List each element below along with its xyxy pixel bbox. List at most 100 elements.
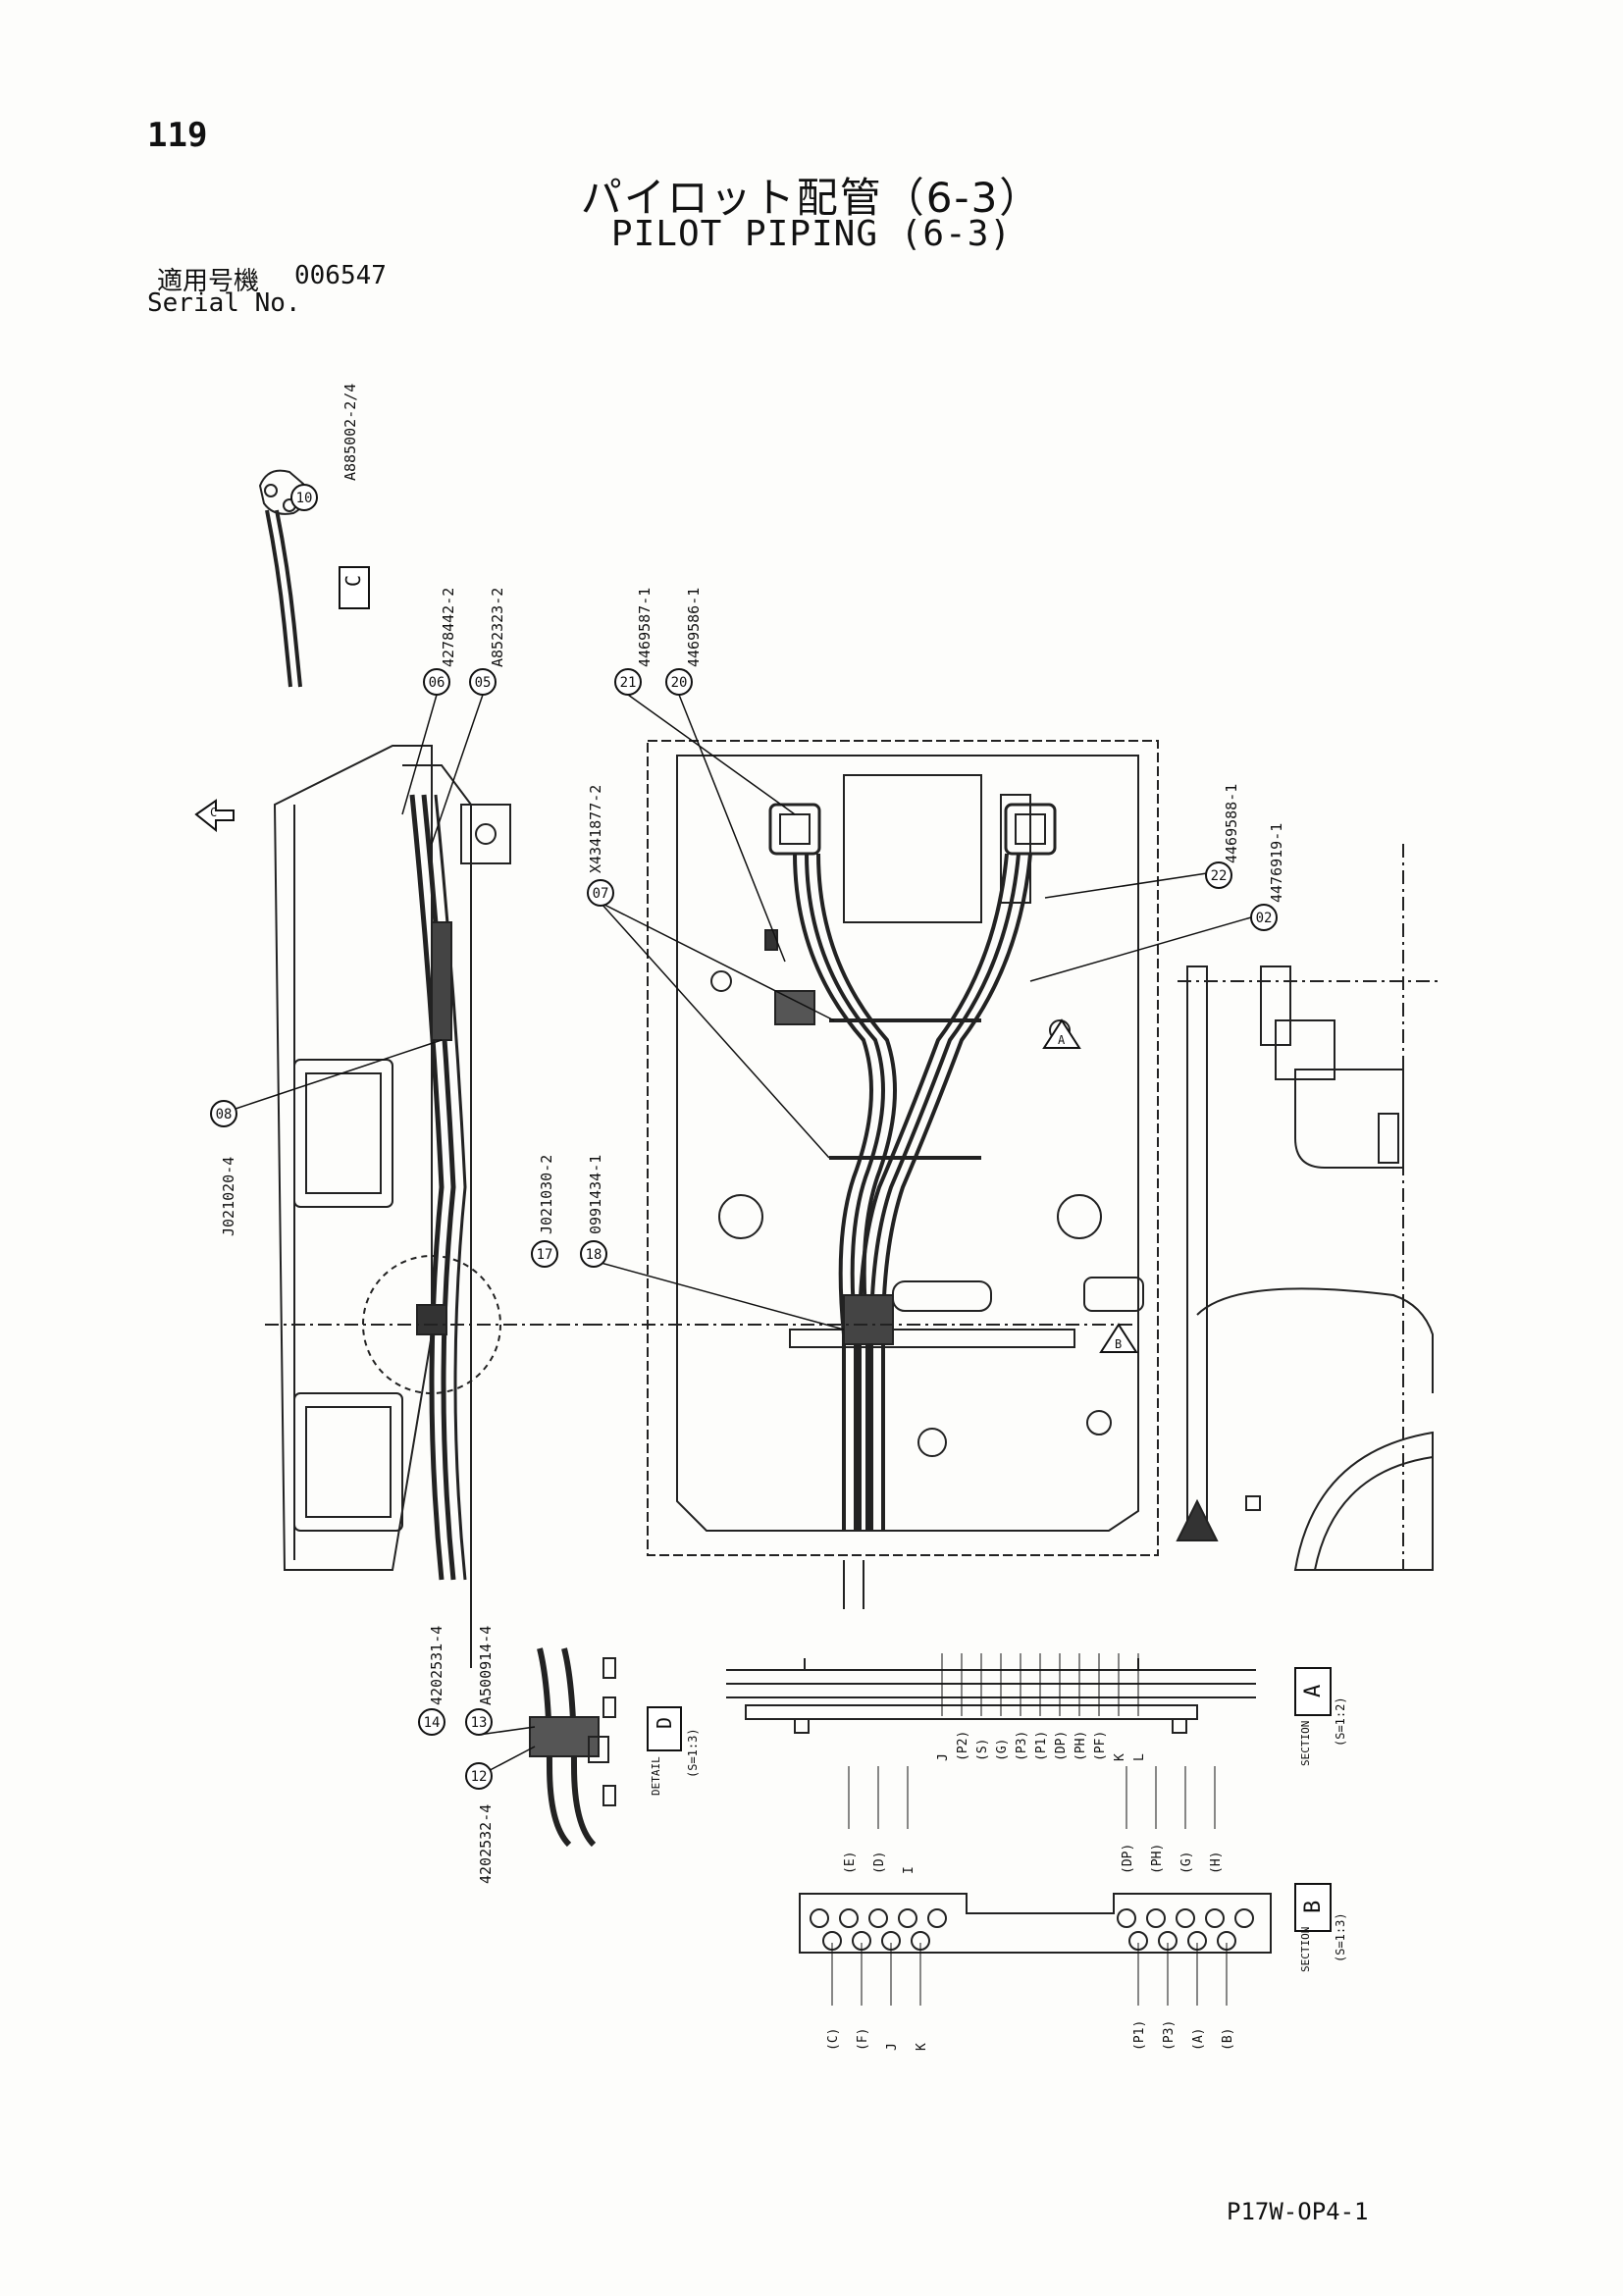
section-b-port-label: (C)	[826, 2028, 841, 2051]
section-a-label: A SECTION (S=1:2)	[1294, 1667, 1347, 1766]
svg-text:X4341877-2: X4341877-2	[587, 785, 604, 873]
callout-14: 14 4202531-4	[418, 1626, 445, 1736]
serial-label-english: Serial No.	[147, 288, 301, 318]
svg-text:(S=1:3): (S=1:3)	[686, 1728, 700, 1778]
section-a-port-label: (PH)	[1073, 1731, 1088, 1761]
section-a-arrow: A	[1042, 1018, 1081, 1049]
svg-text:0991434-1: 0991434-1	[587, 1155, 604, 1234]
section-a-port-label: (P1)	[1034, 1731, 1049, 1761]
callout-number: 10	[296, 491, 313, 506]
section-b-port-label: (E)	[843, 1852, 858, 1874]
view-c-label: C	[339, 566, 370, 609]
svg-text:A852323-2: A852323-2	[489, 588, 506, 667]
section-b-port-label: (H)	[1209, 1852, 1224, 1874]
section-a-port-label: (DP)	[1054, 1731, 1069, 1761]
callout-08: 08 J021020-4	[210, 1039, 443, 1236]
callout-10: 10 A885002-2/4	[290, 384, 359, 511]
section-a-port-label: (S)	[975, 1739, 990, 1761]
section-a-port-label: K	[1113, 1753, 1127, 1761]
svg-text:02: 02	[1256, 911, 1273, 926]
svg-text:4202532-4: 4202532-4	[477, 1804, 495, 1884]
svg-text:12: 12	[471, 1769, 488, 1785]
svg-text:B: B	[1115, 1337, 1122, 1351]
section-b-port-label: (G)	[1179, 1852, 1194, 1874]
section-b-arrow: B	[1099, 1323, 1138, 1353]
svg-text:13: 13	[471, 1715, 488, 1731]
drawing-code: P17W-OP4-1	[1227, 2198, 1369, 2225]
section-a-port-label: L	[1132, 1753, 1147, 1761]
callout-06: 06 4278442-2	[401, 588, 457, 815]
section-b-port-label: (A)	[1191, 2028, 1206, 2051]
svg-text:05: 05	[475, 675, 492, 691]
section-a-port-label: (PF)	[1093, 1731, 1108, 1761]
svg-text:18: 18	[586, 1247, 602, 1263]
section-a-port-label: (G)	[995, 1739, 1010, 1761]
section-b-port-label: J	[885, 2043, 900, 2051]
svg-text:SECTION: SECTION	[1299, 1927, 1312, 1972]
svg-text:C: C	[341, 575, 365, 587]
svg-text:(S=1:3): (S=1:3)	[1334, 1912, 1347, 1962]
title-japanese: パイロット配管（6-3）	[580, 174, 1043, 222]
svg-text:21: 21	[620, 675, 637, 691]
view-c-arrow: C	[194, 799, 235, 833]
callout-02: 02 4476919-1	[1029, 823, 1285, 982]
svg-text:A500914-4: A500914-4	[477, 1626, 495, 1705]
part-number: A885002-2/4	[341, 384, 359, 481]
callout-13: 13 A500914-4	[465, 1626, 536, 1736]
svg-text:4469587-1: 4469587-1	[636, 588, 654, 667]
title-english: PILOT PIPING (6-3)	[610, 214, 1013, 254]
callout-22: 22 4469588-1	[1044, 784, 1240, 899]
callout-18: 18 0991434-1	[580, 1155, 845, 1331]
section-b-port-label: (P3)	[1162, 2020, 1177, 2051]
svg-text:B: B	[1301, 1901, 1326, 1913]
svg-text:SECTION: SECTION	[1299, 1721, 1312, 1766]
svg-text:07: 07	[593, 886, 609, 902]
svg-text:20: 20	[671, 675, 688, 691]
svg-text:4202531-4: 4202531-4	[428, 1626, 445, 1705]
callout-05: 05 A852323-2	[431, 588, 506, 845]
callout-21: 21 4469587-1	[614, 588, 796, 815]
callout-07: 07 X4341877-2	[587, 785, 835, 1159]
detail-d-label: D DETAIL (S=1:3)	[647, 1706, 700, 1796]
section-b-port-label: (D)	[872, 1852, 887, 1874]
section-a-port-label: (P2)	[956, 1731, 970, 1761]
callout-12: 12 4202532-4	[465, 1746, 536, 1884]
section-a-port-label: (P3)	[1015, 1731, 1029, 1761]
section-b-label: B SECTION (S=1:3)	[1294, 1883, 1347, 1972]
serial-value: 006547	[294, 261, 387, 290]
detail-c-view	[258, 469, 306, 688]
svg-text:(S=1:2): (S=1:2)	[1334, 1696, 1347, 1747]
svg-text:14: 14	[424, 1715, 441, 1731]
section-b-port-label: K	[915, 2043, 929, 2051]
section-b-port-label: (PH)	[1150, 1844, 1165, 1874]
svg-text:J021030-2: J021030-2	[538, 1155, 555, 1234]
right-partial-view	[1176, 844, 1442, 1571]
svg-text:DETAIL: DETAIL	[650, 1756, 662, 1796]
section-a-port-label: J	[936, 1753, 951, 1761]
page-number: 119	[147, 116, 208, 155]
svg-text:4476919-1: 4476919-1	[1268, 823, 1285, 903]
side-elevation-view	[265, 745, 589, 1668]
svg-text:4469586-1: 4469586-1	[685, 588, 703, 667]
main-plan-view	[589, 740, 1159, 1609]
svg-text:A: A	[1301, 1685, 1326, 1697]
callout-20: 20 4469586-1	[665, 588, 786, 963]
detail-d-view	[529, 1647, 616, 1848]
section-b-port-label: (F)	[856, 2028, 870, 2051]
svg-text:C: C	[210, 806, 217, 819]
section-b-view	[799, 1893, 1272, 1954]
callout-17: 17 J021030-2	[531, 1155, 558, 1268]
svg-text:D: D	[653, 1717, 676, 1729]
section-a-view	[726, 1658, 1256, 1734]
svg-text:4469588-1: 4469588-1	[1223, 784, 1240, 863]
svg-text:J021020-4: J021020-4	[220, 1157, 237, 1236]
section-b-port-label: I	[902, 1866, 916, 1874]
section-b-port-label: (B)	[1221, 2028, 1235, 2051]
svg-text:17: 17	[537, 1247, 553, 1263]
svg-text:06: 06	[429, 675, 445, 691]
svg-text:4278442-2: 4278442-2	[440, 588, 457, 667]
